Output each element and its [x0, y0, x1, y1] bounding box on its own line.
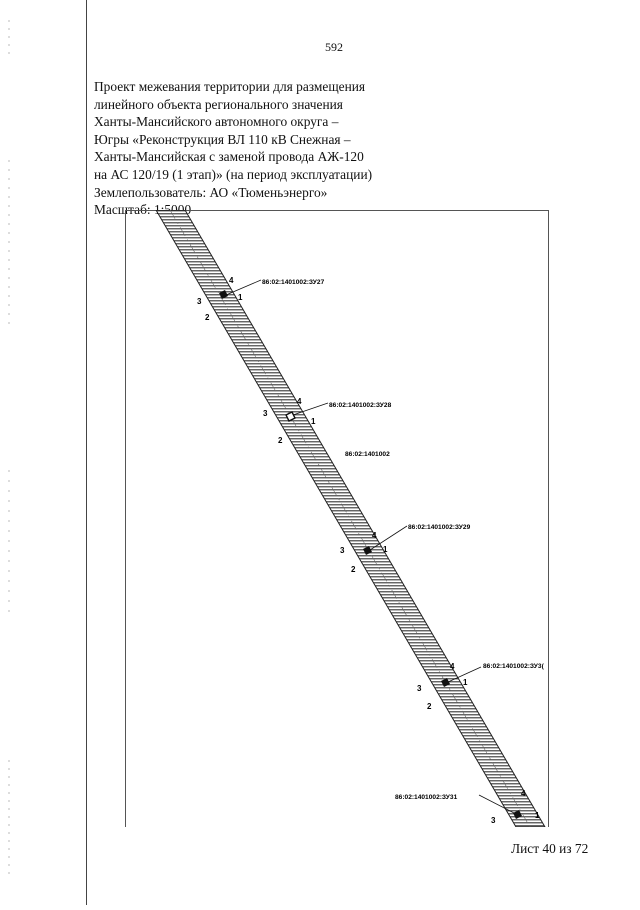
corner-label: 4: [450, 662, 455, 671]
parcel-label: 86:02:1401002:ЗУ28: [329, 402, 392, 409]
header-line: на АС 120/19 (1 этап)» (на период эксплу…: [94, 166, 373, 182]
parcel-zu31: 86:02:1401002:ЗУ31 4 1 3: [395, 789, 540, 825]
parcel-marker: [513, 810, 522, 819]
parcel-zu28: 86:02:1401002:ЗУ28 4 1 3 2: [263, 397, 392, 445]
corner-label: 4: [229, 276, 234, 285]
header-line: Ханты-Мансийская с заменой провода АЖ-12…: [94, 149, 364, 165]
corner-label: 3: [263, 409, 268, 418]
corner-label: 3: [491, 816, 496, 825]
corner-label: 1: [535, 811, 540, 820]
leader-line: [369, 525, 408, 551]
corner-label: 4: [521, 789, 526, 798]
corner-label: 2: [278, 436, 283, 445]
page-number: 592: [325, 40, 343, 54]
parcel-zu29: 86:02:1401002:ЗУ29 4 1 3 2: [340, 524, 471, 574]
binding-margin-line: [86, 0, 87, 905]
cadastral-block-label: 86:02:1401002: [345, 451, 390, 458]
parcel-label: 86:02:1401002:ЗУ3(: [483, 663, 545, 670]
leader-line: [225, 279, 262, 296]
leader-line: [447, 666, 482, 683]
corner-label: 1: [383, 545, 388, 554]
cadastral-map: 86:02:1401002:ЗУ27 4 1 3 2 86:02:1401002…: [125, 210, 549, 827]
corner-label: 4: [297, 397, 302, 406]
leader-line: [478, 794, 515, 814]
header-line: Югры «Реконструкция ВЛ 110 кВ Снежная –: [94, 131, 351, 147]
parcel-label: 86:02:1401002:ЗУ31: [395, 794, 458, 801]
parcel-label: 86:02:1401002:ЗУ27: [262, 279, 325, 286]
corner-label: 1: [463, 678, 468, 687]
corner-label: 2: [351, 565, 356, 574]
parcel-marker: [285, 411, 296, 422]
header-line: линейного объекта регионального значения: [94, 96, 343, 112]
corner-label: 1: [238, 293, 243, 302]
corner-label: 3: [197, 297, 202, 306]
parcel-marker: [219, 290, 228, 299]
page-edge-scan-marks: [0, 0, 18, 905]
parcel-zu27: 86:02:1401002:ЗУ27 4 1 3 2: [197, 276, 325, 322]
corner-label: 3: [417, 684, 422, 693]
corner-label: 2: [205, 313, 210, 322]
sheet-number: Лист 40 из 72: [511, 841, 589, 856]
right-of-way-strip: [155, 210, 546, 827]
corner-label: 1: [311, 417, 316, 426]
land-user-line: Землепользователь: АО «Тюменьэнерго»: [94, 184, 328, 200]
parcel-marker: [363, 546, 372, 555]
parcel-label: 86:02:1401002:ЗУ29: [408, 524, 471, 531]
document-header: Проект межевания территории для размещен…: [94, 78, 394, 219]
parcel-marker: [441, 678, 450, 687]
corner-label: 4: [372, 531, 377, 540]
header-line: Ханты-Мансийского автономного округа –: [94, 114, 339, 130]
corner-label: 2: [427, 702, 432, 711]
leader-line: [292, 402, 329, 416]
corner-label: 3: [340, 546, 345, 555]
header-line: Проект межевания территории для размещен…: [94, 79, 366, 94]
strip-centerline: [169, 210, 531, 827]
parcel-zu30: 86:02:1401002:ЗУ3( 4 1 3 2: [417, 662, 545, 711]
